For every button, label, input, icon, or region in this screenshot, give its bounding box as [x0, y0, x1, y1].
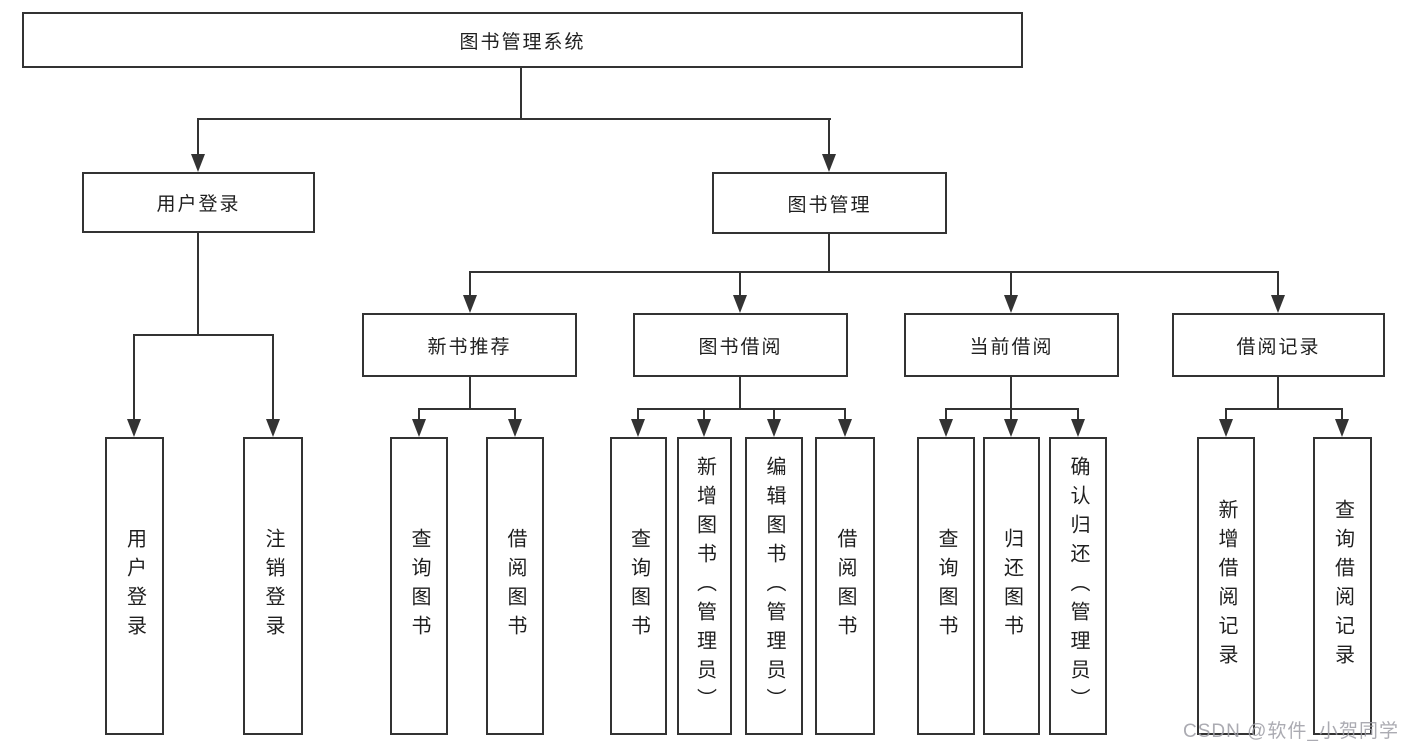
node-book-borrow: 图书借阅 [633, 313, 848, 377]
arrowhead-icon [266, 419, 280, 437]
arrowhead-icon [838, 419, 852, 437]
connector-book-mgmt-drop [828, 234, 830, 271]
node-book-management: 图书管理 [712, 172, 947, 234]
connector-borrow-records-drop [1277, 377, 1279, 408]
node-new-book-recommend-label: 新书推荐 [427, 336, 512, 358]
connector-stem [1225, 408, 1227, 419]
arrowhead-icon [1335, 419, 1349, 437]
arrowhead-icon [1004, 295, 1018, 313]
node-leaf-borrow-books-recommend: 借阅图书 [486, 437, 544, 735]
connector-book-borrow-drop [739, 377, 741, 408]
connector-user-login-split [133, 334, 274, 336]
node-current-borrow-label: 当前借阅 [969, 336, 1054, 358]
connector-book-borrow-split [637, 408, 846, 410]
node-borrow-records: 借阅记录 [1172, 313, 1385, 377]
arrowhead-icon [127, 419, 141, 437]
connector-stem [1077, 408, 1079, 419]
node-leaf-return-books-label: 归还图书 [1000, 528, 1023, 644]
arrowhead-icon [939, 419, 953, 437]
connector-stem [1010, 271, 1012, 295]
csdn-watermark: CSDN @软件_小贺同学 [1183, 721, 1399, 742]
node-leaf-query-borrow-record: 查询借阅记录 [1313, 437, 1372, 735]
node-leaf-query-books-borrow-label: 查询图书 [627, 528, 650, 644]
connector-current-borrow-drop [1010, 377, 1012, 408]
node-leaf-user-login: 用户登录 [105, 437, 164, 735]
node-borrow-records-label: 借阅记录 [1236, 336, 1321, 358]
arrowhead-icon [1271, 295, 1285, 313]
node-leaf-query-borrow-record-label: 查询借阅记录 [1331, 499, 1354, 673]
node-leaf-add-borrow-record-label: 新增借阅记录 [1215, 499, 1237, 673]
connector-stem [637, 408, 639, 419]
connector-stem [739, 271, 741, 295]
node-leaf-add-borrow-record: 新增借阅记录 [1197, 437, 1255, 735]
node-book-borrow-label: 图书借阅 [698, 336, 783, 358]
connector-borrow-records-split [1225, 408, 1343, 410]
node-leaf-borrow-books-recommend-label: 借阅图书 [504, 528, 526, 644]
connector-stem [844, 408, 846, 419]
node-book-management-label: 图书管理 [787, 194, 872, 216]
node-leaf-add-books-admin-label: 新增图书（管理员） [693, 455, 716, 717]
node-leaf-query-books-recommend-label: 查询图书 [408, 528, 430, 644]
connector-stem [1277, 271, 1279, 295]
connector-new-book-split [418, 408, 516, 410]
connector-stem [272, 334, 274, 419]
arrowhead-icon [767, 419, 781, 437]
arrowhead-icon [733, 295, 747, 313]
node-leaf-borrow-books-label: 借阅图书 [834, 528, 856, 644]
node-leaf-query-books-recommend: 查询图书 [390, 437, 448, 735]
connector-root-drop [520, 68, 522, 118]
connector-stem [514, 408, 516, 419]
connector-new-book-drop [469, 377, 471, 408]
node-leaf-user-login-label: 用户登录 [123, 528, 146, 644]
node-leaf-return-books: 归还图书 [983, 437, 1040, 735]
arrowhead-icon [412, 419, 426, 437]
connector-stem [703, 408, 705, 419]
node-leaf-query-books-borrow: 查询图书 [610, 437, 667, 735]
connector-stem [197, 118, 199, 154]
node-root-label: 图书管理系统 [459, 31, 586, 53]
connector-stem [828, 118, 830, 154]
connector-stem [945, 408, 947, 419]
arrowhead-icon [822, 154, 836, 172]
connector-stem [773, 408, 775, 419]
node-user-login: 用户登录 [82, 172, 315, 233]
connector-root-split [197, 118, 831, 120]
connector-stem [1010, 408, 1012, 419]
node-leaf-query-books-current: 查询图书 [917, 437, 975, 735]
connector-user-login-drop [197, 233, 199, 334]
node-leaf-confirm-return-admin-label: 确认归还（管理员） [1067, 455, 1089, 717]
connector-stem [1341, 408, 1343, 419]
connector-current-borrow-split [945, 408, 1079, 410]
node-new-book-recommend: 新书推荐 [362, 313, 577, 377]
arrowhead-icon [1219, 419, 1233, 437]
node-root: 图书管理系统 [22, 12, 1023, 68]
node-leaf-logout-label: 注销登录 [262, 528, 284, 644]
connector-stem [418, 408, 420, 419]
arrowhead-icon [1071, 419, 1085, 437]
connector-stem [469, 271, 471, 295]
node-leaf-logout: 注销登录 [243, 437, 303, 735]
arrowhead-icon [631, 419, 645, 437]
node-leaf-query-books-current-label: 查询图书 [935, 528, 957, 644]
arrowhead-icon [1004, 419, 1018, 437]
connector-book-mgmt-split [469, 271, 1279, 273]
arrowhead-icon [697, 419, 711, 437]
arrowhead-icon [463, 295, 477, 313]
arrowhead-icon [508, 419, 522, 437]
node-leaf-add-books-admin: 新增图书（管理员） [677, 437, 732, 735]
node-leaf-edit-books-admin: 编辑图书（管理员） [745, 437, 803, 735]
node-user-login-label: 用户登录 [156, 194, 241, 215]
arrowhead-icon [191, 154, 205, 172]
node-leaf-confirm-return-admin: 确认归还（管理员） [1049, 437, 1107, 735]
node-leaf-edit-books-admin-label: 编辑图书（管理员） [763, 455, 785, 717]
connector-stem [133, 334, 135, 419]
node-leaf-borrow-books: 借阅图书 [815, 437, 875, 735]
node-current-borrow: 当前借阅 [904, 313, 1119, 377]
